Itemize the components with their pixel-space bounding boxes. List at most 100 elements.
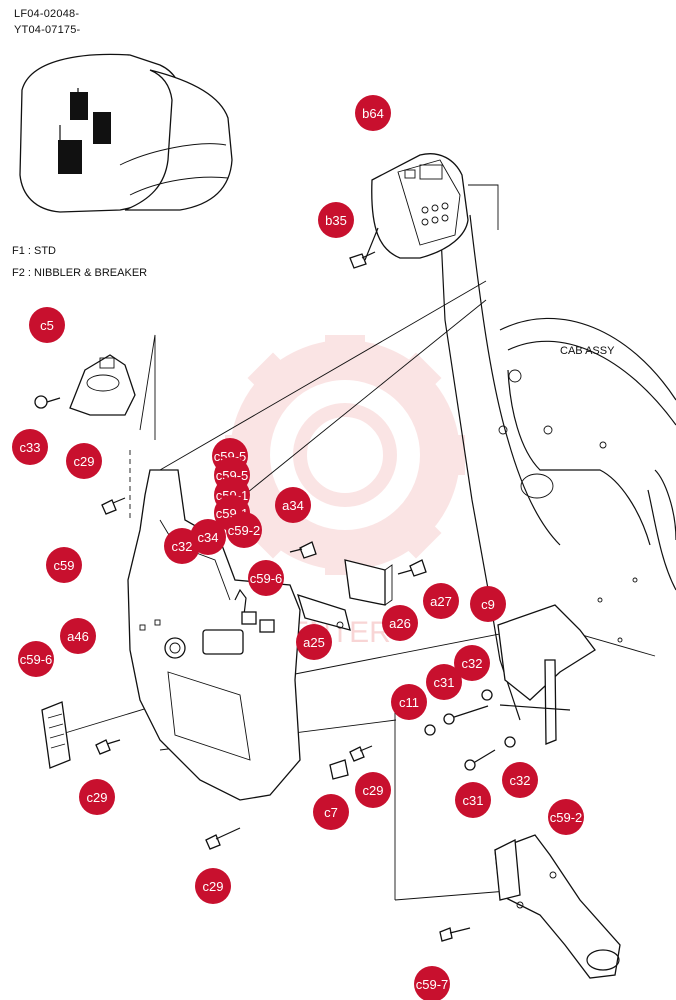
callout-label: c29	[203, 879, 224, 894]
callout-badge	[355, 772, 391, 808]
washer-c32-top	[481, 689, 493, 701]
callout-label: c9	[481, 597, 495, 612]
callout-c31-a[interactable]: c31	[426, 664, 462, 700]
bolt-a27	[397, 559, 427, 577]
callout-badge	[66, 443, 102, 479]
callout-label: b35	[325, 213, 347, 228]
callout-badge	[423, 583, 459, 619]
callout-label: a34	[282, 498, 304, 513]
callout-c9[interactable]: c9	[470, 586, 506, 622]
callout-badge	[470, 586, 506, 622]
callout-label: b64	[362, 106, 384, 121]
callout-label: c29	[87, 790, 108, 805]
callout-c59-2-a[interactable]: c59-2	[226, 512, 262, 548]
callouts-layer: b64b35c5c33c29c59-5c59-5c59-1c59-1c59-2a…	[12, 95, 584, 1000]
callout-label: c5	[40, 318, 54, 333]
washer-c32-bottom	[504, 736, 516, 748]
callout-c59-6-b[interactable]: c59-6	[18, 641, 54, 677]
callout-badge	[454, 645, 490, 681]
callout-c29-a[interactable]: c29	[66, 443, 102, 479]
callout-badge	[275, 487, 311, 523]
screw-c59-7	[439, 927, 471, 942]
callout-a34[interactable]: a34	[275, 487, 311, 523]
callout-a25[interactable]: a25	[296, 624, 332, 660]
callout-c34[interactable]: c34	[190, 519, 226, 555]
callout-c7[interactable]: c7	[313, 794, 349, 830]
callout-b64[interactable]: b64	[355, 95, 391, 131]
callout-badge	[382, 605, 418, 641]
callout-c59-2-b[interactable]: c59-2	[548, 799, 584, 835]
bolt-a34	[289, 541, 317, 559]
callout-label: c59-2	[550, 810, 583, 825]
legend-f2: F2 : NIBBLER & BREAKER	[12, 267, 148, 279]
holder-c5	[69, 354, 136, 416]
callout-c29-c[interactable]: c29	[355, 772, 391, 808]
callout-c32-b[interactable]: c32	[454, 645, 490, 681]
callout-c32-c[interactable]: c32	[502, 762, 538, 798]
drawing-code-line-1: LF04-02048-	[14, 8, 80, 20]
cab-assy-label: CAB ASSY	[560, 345, 615, 357]
bracket-a25	[297, 594, 351, 631]
seat-overview-thumbnail	[19, 53, 233, 213]
callout-label: a46	[67, 629, 89, 644]
callout-badge	[226, 512, 262, 548]
bolt-c29-bottom	[205, 827, 241, 850]
callout-c33[interactable]: c33	[12, 429, 48, 465]
callout-c59-7[interactable]: c59-7	[414, 966, 450, 1000]
legend-f1: F1 : STD	[12, 245, 57, 257]
callout-c59-a[interactable]: c59	[46, 547, 82, 583]
callout-badge	[414, 966, 450, 1000]
callout-label: a25	[303, 635, 325, 650]
callout-c11[interactable]: c11	[391, 684, 427, 720]
cab-assembly: CAB ASSY	[439, 214, 676, 721]
callout-badge	[502, 762, 538, 798]
callout-label: c34	[198, 530, 219, 545]
bracket-c9	[497, 604, 596, 745]
callout-c59-6-a[interactable]: c59-6	[248, 560, 284, 596]
callout-badge	[12, 429, 48, 465]
callout-badge	[46, 547, 82, 583]
drawing-code-line-2: YT04-07175-	[14, 24, 81, 36]
callout-label: c31	[463, 793, 484, 808]
bolt-c31-top	[443, 705, 489, 725]
callout-badge	[296, 624, 332, 660]
relay-a26	[344, 559, 393, 606]
callout-label: c31	[434, 675, 455, 690]
callout-label: c29	[74, 454, 95, 469]
screw-c33	[34, 395, 61, 409]
bolt-b35	[349, 251, 376, 269]
callout-a46[interactable]: a46	[60, 618, 96, 654]
callout-label: a26	[389, 616, 411, 631]
callout-label: c11	[399, 695, 419, 710]
callout-c29-d[interactable]: c29	[195, 868, 231, 904]
callout-c31-b[interactable]: c31	[455, 782, 491, 818]
nut-c11	[424, 724, 436, 736]
monitor-panel	[364, 153, 499, 261]
callout-a26[interactable]: a26	[382, 605, 418, 641]
callout-label: c29	[363, 783, 384, 798]
callout-b35[interactable]: b35	[318, 202, 354, 238]
callout-a27[interactable]: a27	[423, 583, 459, 619]
callout-label: c59-2	[228, 523, 261, 538]
watermark-gear-icon	[225, 335, 465, 575]
callout-c29-b[interactable]: c29	[79, 779, 115, 815]
callout-label: c32	[172, 539, 193, 554]
callout-badge	[355, 95, 391, 131]
callout-badge	[18, 641, 54, 677]
callout-label: a27	[430, 594, 452, 609]
callout-badge	[190, 519, 226, 555]
clip-c7	[329, 759, 349, 780]
callout-badge	[60, 618, 96, 654]
callout-label: c59	[54, 558, 75, 573]
callout-label: c33	[20, 440, 41, 455]
switch-c59-6	[41, 701, 71, 769]
bolt-c29-middle	[349, 745, 373, 762]
callout-badge	[548, 799, 584, 835]
callout-badge	[29, 307, 65, 343]
callout-label: c59-6	[250, 571, 283, 586]
callout-c5[interactable]: c5	[29, 307, 65, 343]
callout-label: c59-6	[20, 652, 53, 667]
bolt-c29-top	[101, 497, 126, 515]
air-duct-c59-2	[494, 834, 621, 979]
